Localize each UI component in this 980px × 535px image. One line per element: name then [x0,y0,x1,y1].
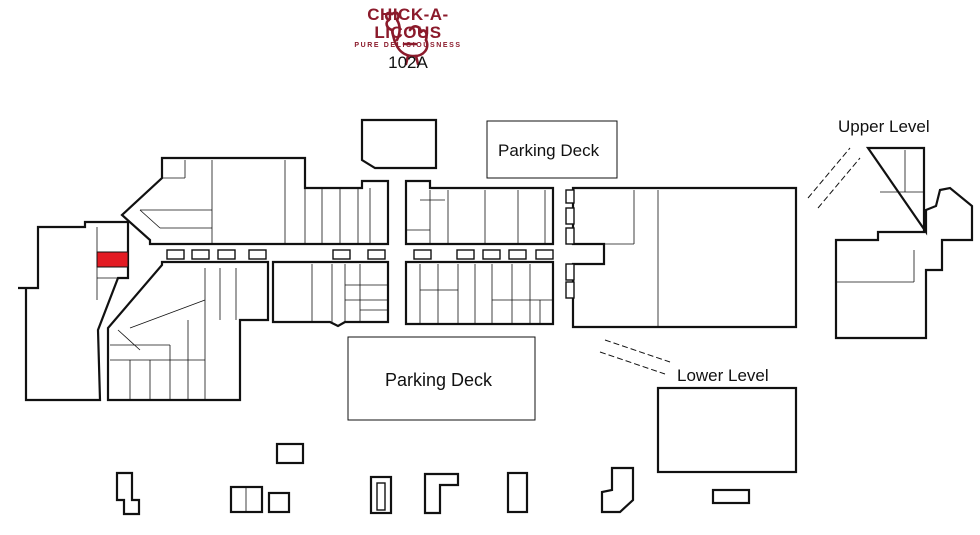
south-center-wing[interactable] [271,260,390,328]
unit-number: 102A [388,53,428,72]
brand-name: CHICK-A-LICOUS [367,5,449,42]
parking-deck-north[interactable] [486,120,618,179]
north-east-wing[interactable] [404,179,555,246]
rooster-icon [384,11,429,66]
lower-level-building[interactable] [656,386,798,474]
north-west-wing[interactable] [120,156,390,246]
highlighted-store-102a[interactable] [96,251,129,268]
upper-level-connector [807,147,861,209]
brand-logo[interactable]: CHICK-A-LICOUS PURE DELICIOUSNESS 102A [338,6,478,74]
brand-tagline: PURE DELICIOUSNESS [354,42,462,49]
outparcel-buildings[interactable] [115,442,751,516]
parking-deck-south[interactable] [347,336,536,421]
upper-level-building[interactable] [834,146,974,340]
kiosk-row [166,249,554,260]
east-anchor-building[interactable] [565,186,798,329]
parking-deck-north-label: Parking Deck [498,141,600,160]
lower-level-connector [599,339,671,375]
lower-level-label: Lower Level [677,366,769,385]
upper-level-label: Upper Level [838,117,930,136]
south-west-wing[interactable] [106,260,270,402]
anchor-102a-building[interactable] [360,118,438,170]
parking-deck-south-label: Parking Deck [385,370,493,390]
south-east-wing[interactable] [404,260,555,326]
